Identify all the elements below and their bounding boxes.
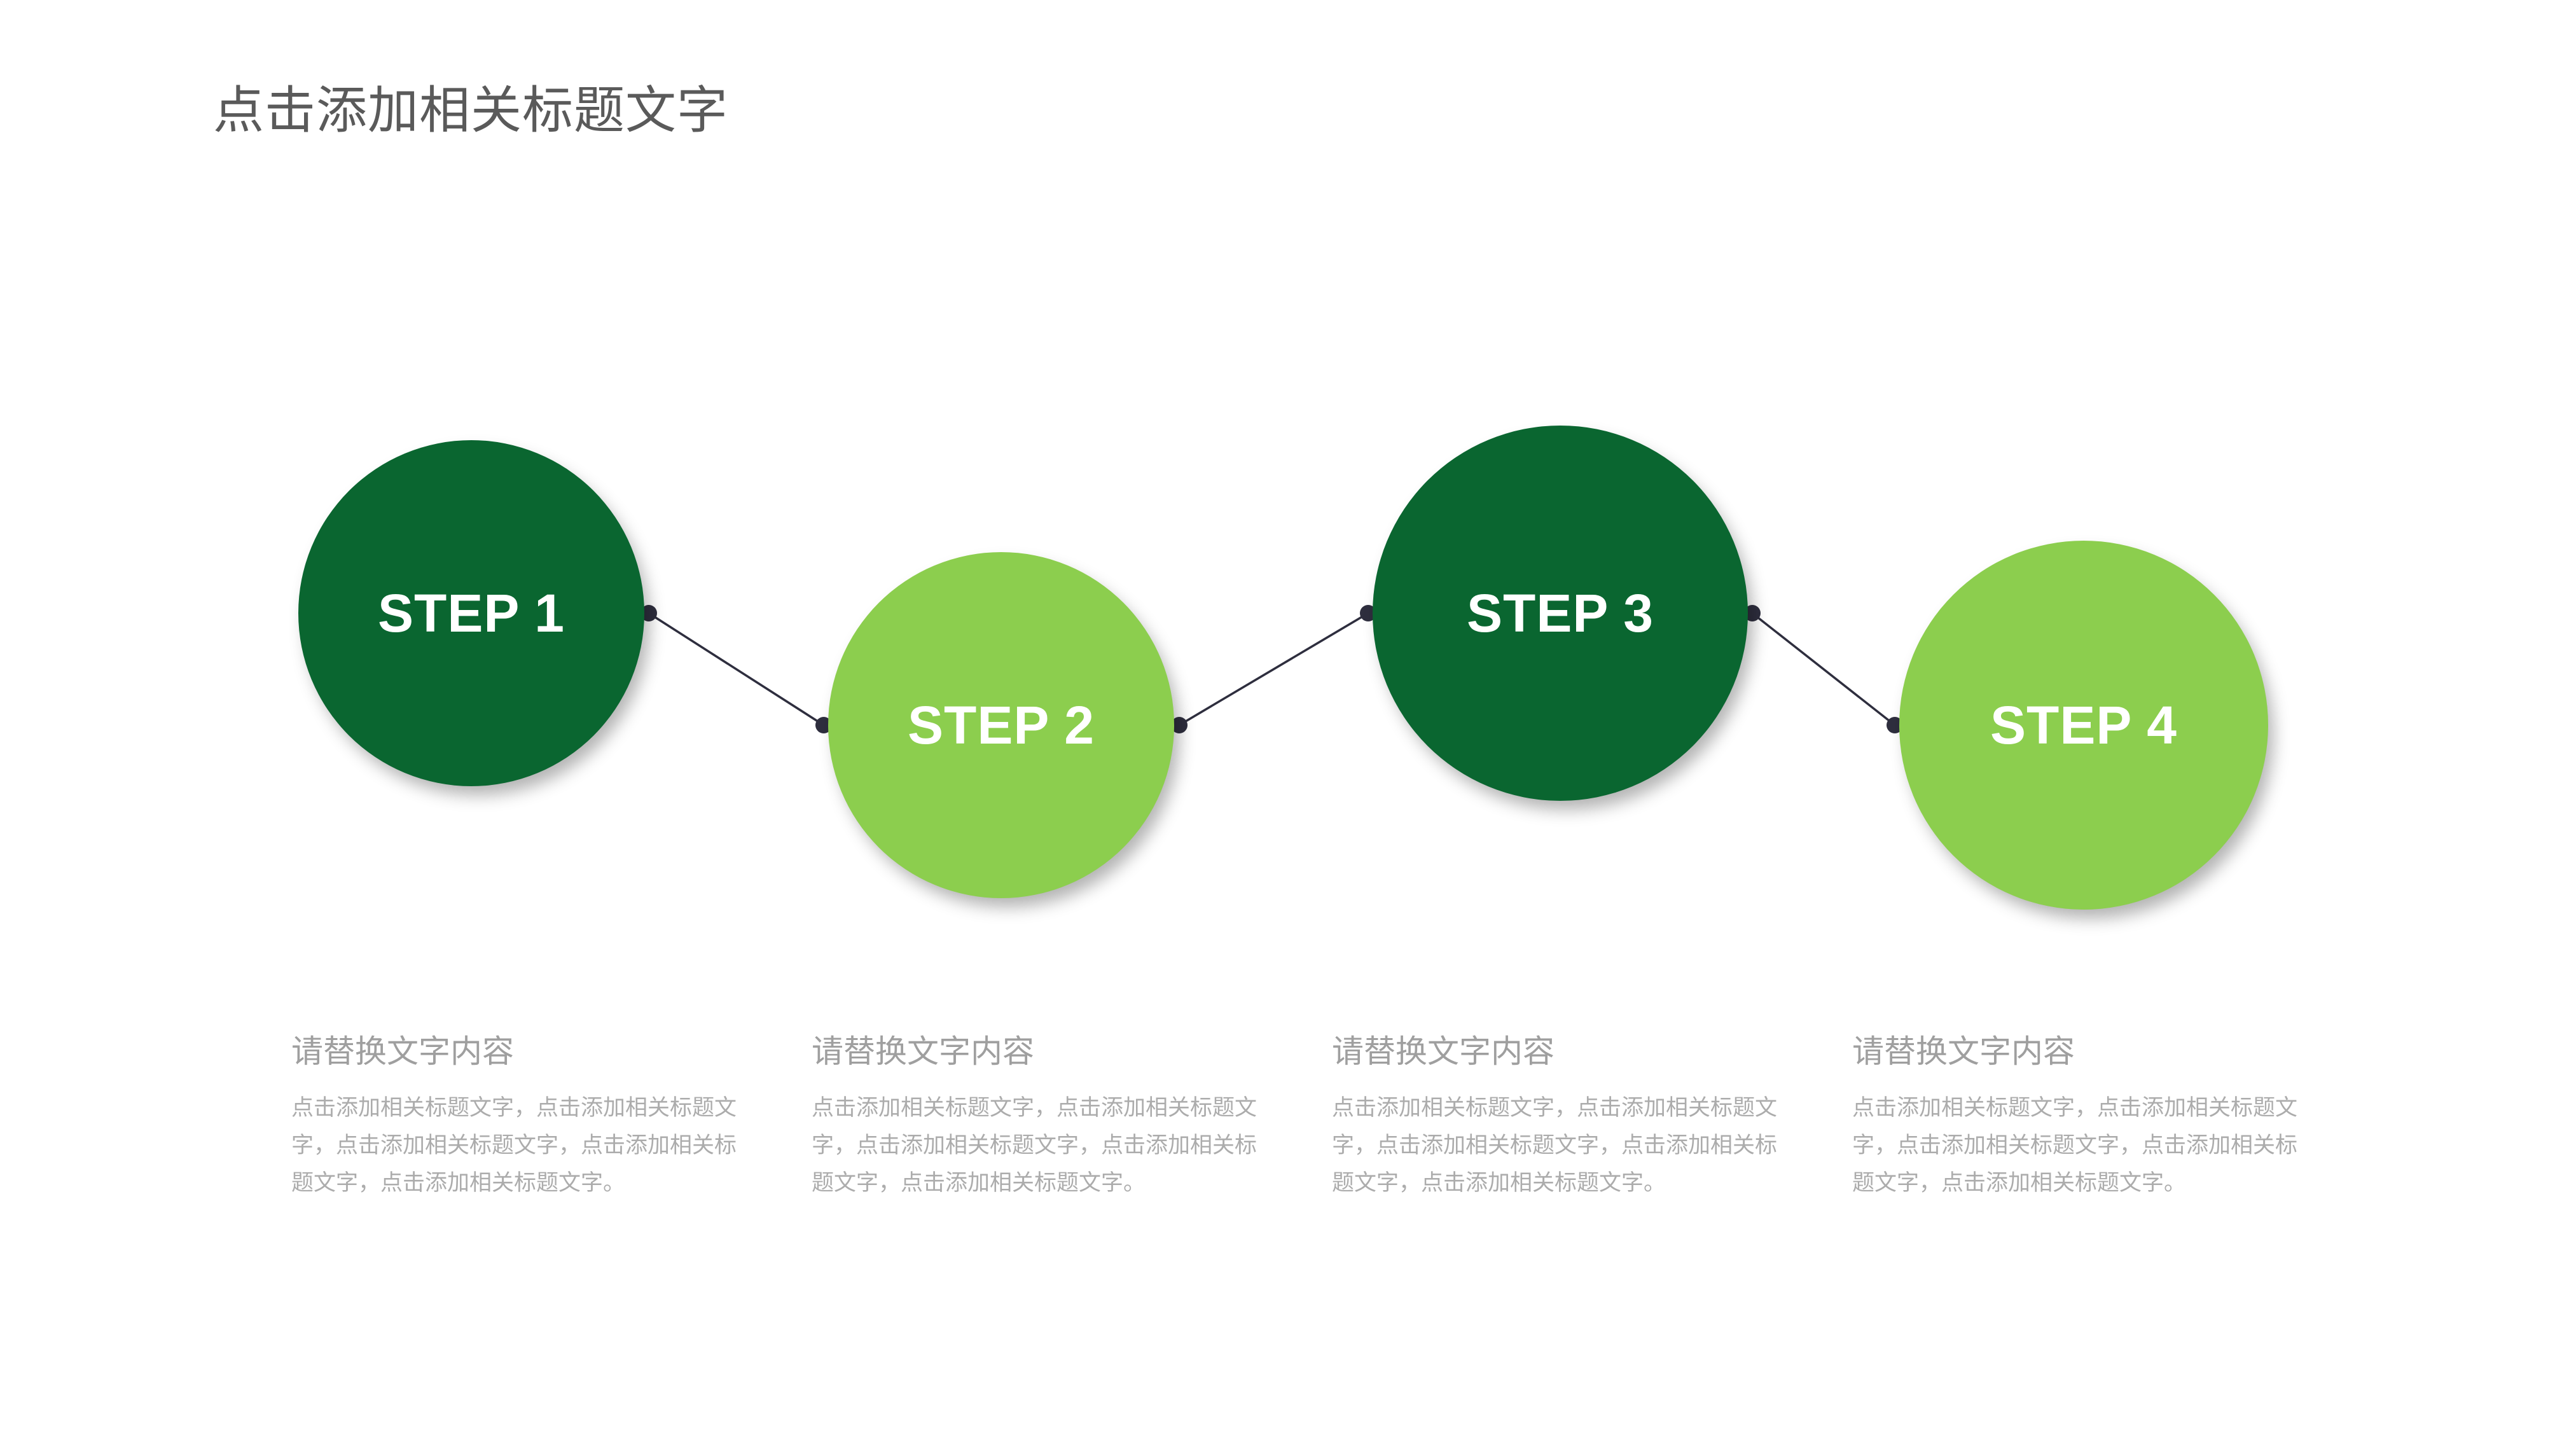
connector-line-2-3 — [1179, 612, 1369, 726]
connector-dot-step4-left — [1887, 717, 1903, 733]
connector-dot-step2-left — [815, 717, 832, 733]
step-2-text-block: 请替换文字内容 点击添加相关标题文字，点击添加相关标题文字，点击添加相关标题文字… — [812, 1032, 1262, 1202]
connector-dot-step3-left — [1360, 605, 1376, 621]
step-2-label: STEP 2 — [908, 695, 1095, 755]
step-3-placeholder-body[interactable]: 点击添加相关标题文字，点击添加相关标题文字，点击添加相关标题文字，点击添加相关标… — [1332, 1095, 1778, 1195]
step-1-placeholder-heading[interactable]: 请替换文字内容 — [291, 1034, 514, 1069]
slide-title[interactable]: 点击添加相关标题文字 — [213, 82, 728, 139]
step-1-label: STEP 1 — [378, 583, 565, 643]
step-1-placeholder-body[interactable]: 点击添加相关标题文字，点击添加相关标题文字，点击添加相关标题文字，点击添加相关标… — [291, 1095, 737, 1195]
step-4-text-block: 请替换文字内容 点击添加相关标题文字，点击添加相关标题文字，点击添加相关标题文字… — [1852, 1032, 2302, 1202]
step-2-placeholder-body[interactable]: 点击添加相关标题文字，点击添加相关标题文字，点击添加相关标题文字，点击添加相关标… — [812, 1095, 1257, 1195]
step-4-placeholder-body[interactable]: 点击添加相关标题文字，点击添加相关标题文字，点击添加相关标题文字，点击添加相关标… — [1852, 1095, 2298, 1195]
step-circle-3[interactable]: STEP 3 — [1373, 426, 1748, 801]
step-2-placeholder-heading[interactable]: 请替换文字内容 — [812, 1034, 1034, 1069]
step-4-placeholder-heading[interactable]: 请替换文字内容 — [1852, 1034, 2075, 1069]
step-4-label: STEP 4 — [1990, 695, 2177, 755]
step-circle-4[interactable]: STEP 4 — [1899, 541, 2268, 910]
connector-line-1-2 — [648, 612, 824, 726]
connector-dot-step1-right — [641, 605, 657, 621]
step-circle-2[interactable]: STEP 2 — [828, 552, 1174, 898]
connector-dot-step3-right — [1744, 605, 1761, 621]
step-circle-1[interactable]: STEP 1 — [298, 440, 644, 786]
step-3-label: STEP 3 — [1467, 583, 1654, 643]
connector-dot-step2-right — [1171, 717, 1188, 733]
connector-line-3-4 — [1751, 612, 1896, 726]
step-1-text-block: 请替换文字内容 点击添加相关标题文字，点击添加相关标题文字，点击添加相关标题文字… — [291, 1032, 742, 1202]
step-3-text-block: 请替换文字内容 点击添加相关标题文字，点击添加相关标题文字，点击添加相关标题文字… — [1332, 1032, 1782, 1202]
step-3-placeholder-heading[interactable]: 请替换文字内容 — [1332, 1034, 1555, 1069]
